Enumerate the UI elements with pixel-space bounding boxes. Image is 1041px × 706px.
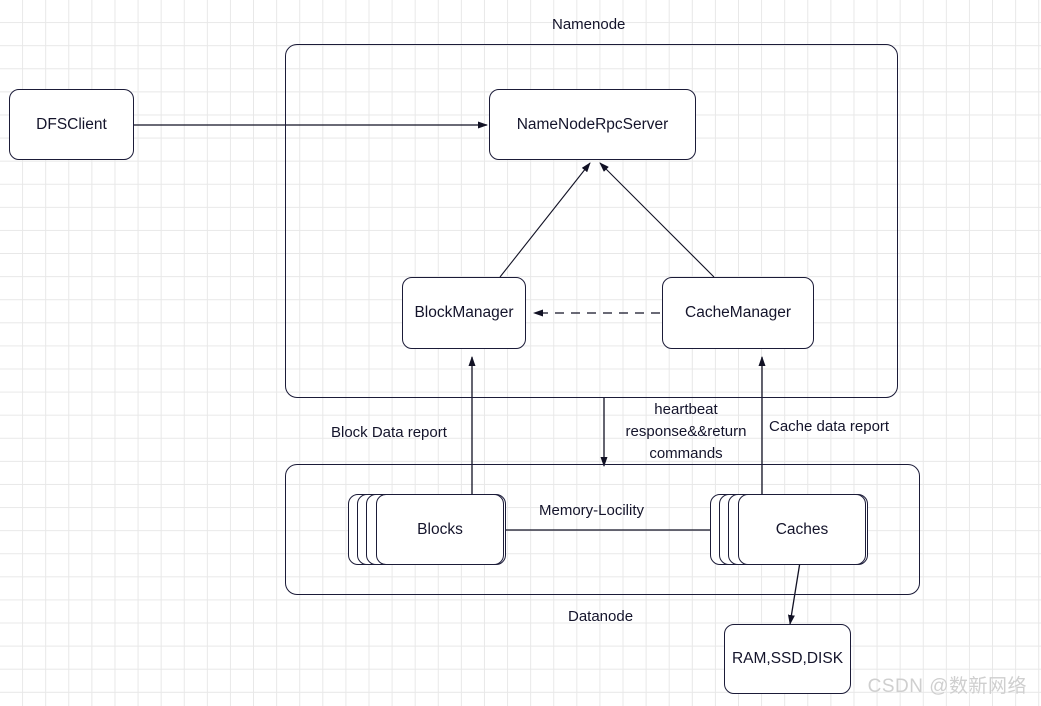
edge-label-heartbeat: heartbeat response&&return commands xyxy=(611,399,761,464)
node-namenoderpcserver[interactable]: NameNodeRpcServer xyxy=(489,89,696,160)
edge-label-heartbeat-line-2: response&&return xyxy=(625,422,747,440)
edge-label-cache-data-report: Cache data report xyxy=(769,418,890,435)
edge-label-heartbeat-line-1: heartbeat xyxy=(654,401,718,418)
namenode-title-label: Namenode xyxy=(552,16,626,33)
edge-label-memory-locility: Memory-Locility xyxy=(539,502,645,519)
node-storage[interactable]: RAM,SSD,DISK xyxy=(724,624,851,694)
datanode-title-label: Datanode xyxy=(568,608,634,625)
edge-label-heartbeat-line-3: commands xyxy=(649,444,723,462)
csdn-watermark: CSDN @数新网络 xyxy=(867,676,1027,697)
node-dfsclient[interactable]: DFSClient xyxy=(9,89,134,160)
node-cachemanager[interactable]: CacheManager xyxy=(662,277,814,349)
node-blockmanager[interactable]: BlockManager xyxy=(402,277,526,349)
node-caches[interactable]: Caches xyxy=(738,494,866,565)
edge-label-block-data-report: Block Data report xyxy=(331,424,447,441)
node-blocks[interactable]: Blocks xyxy=(376,494,504,565)
namenode-container xyxy=(285,44,898,398)
